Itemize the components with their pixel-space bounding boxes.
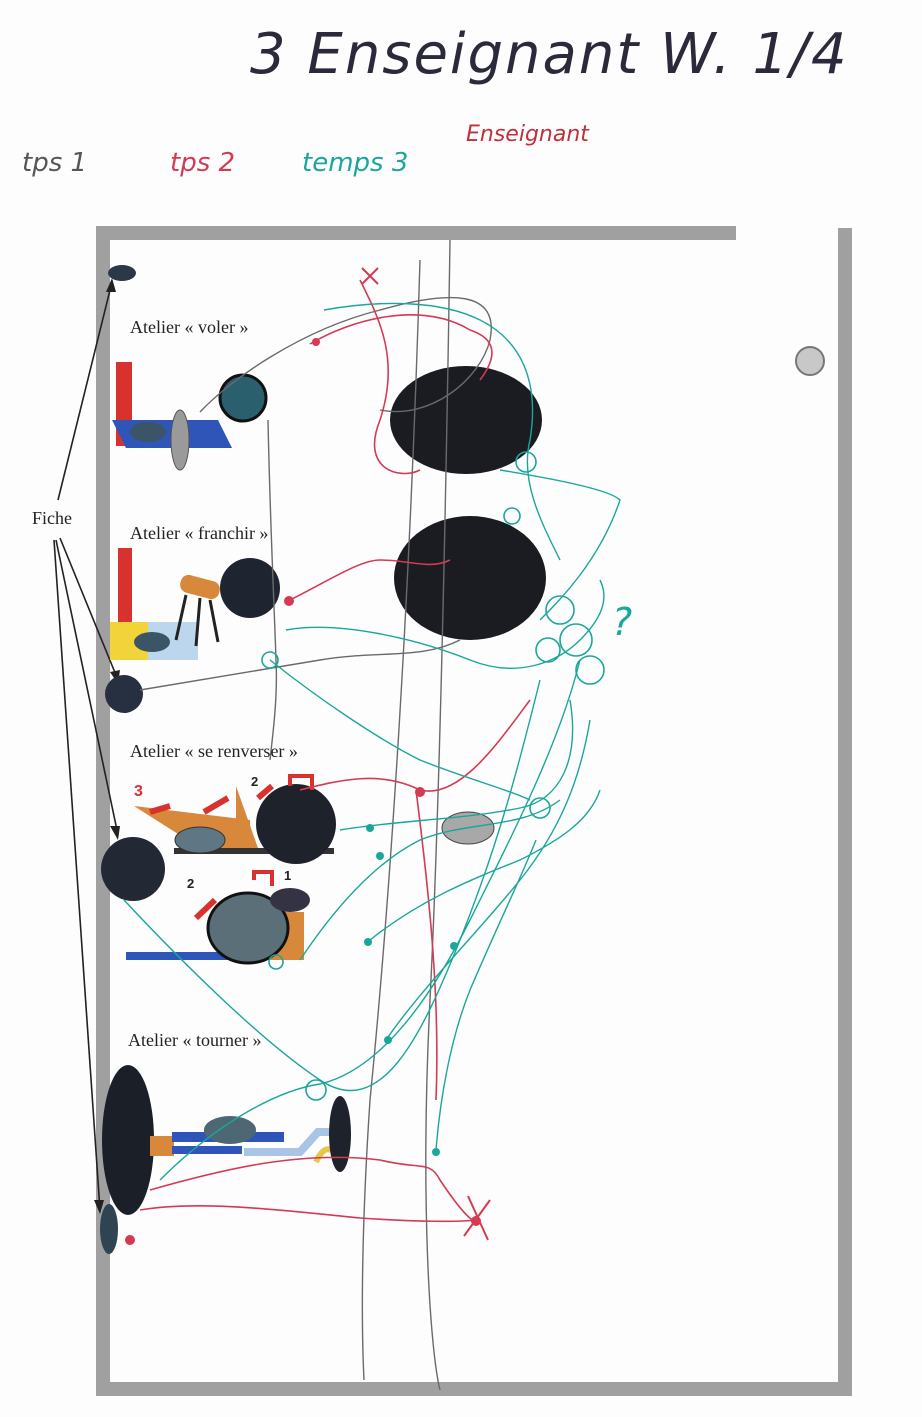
t2-stop — [415, 787, 425, 797]
path-t2-g — [416, 790, 437, 1100]
loop — [504, 508, 520, 524]
red-turn-arrow — [254, 872, 272, 886]
path-t2-d — [300, 700, 530, 791]
path-t3-g — [370, 790, 600, 940]
t2-stop — [312, 338, 320, 346]
t3-stop — [376, 852, 384, 860]
temps-3-stops — [364, 824, 458, 1156]
t3-stop — [384, 1036, 392, 1044]
trampoline — [130, 422, 166, 442]
wall-top — [96, 226, 736, 240]
atelier-tourner-label: Atelier « tourner » — [128, 1030, 261, 1051]
atelier-voler-label: Atelier « voler » — [130, 317, 248, 338]
wall-bottom — [96, 1382, 846, 1396]
path-t3-h — [300, 800, 560, 960]
large-mat — [102, 1065, 154, 1215]
fiche-marker-2 — [105, 675, 143, 713]
loop — [516, 452, 536, 472]
fiche-marker-1 — [108, 265, 136, 281]
teacher-spot-voler — [220, 375, 266, 421]
t2-stop — [125, 1235, 135, 1245]
t3-stop — [366, 824, 374, 832]
dark-mat — [270, 888, 310, 912]
step-1-label: 1 — [284, 868, 291, 883]
atelier-franchir-label: Atelier « franchir » — [130, 523, 268, 544]
fiche-marker-4 — [100, 1204, 118, 1254]
arrowhead-3 — [110, 826, 120, 840]
loop — [576, 656, 604, 684]
loop — [536, 638, 560, 662]
loop — [560, 624, 592, 656]
wedge — [236, 786, 258, 848]
path-t2-e — [150, 1157, 476, 1222]
red-block — [118, 548, 132, 628]
teacher-spot-franchir — [220, 558, 280, 618]
blue-beam — [172, 1146, 242, 1154]
step-3-label: 3 — [134, 783, 143, 800]
grey-support — [171, 410, 189, 470]
cross-bottom — [464, 1196, 490, 1240]
path-t3-j — [386, 720, 590, 1040]
upright-mat — [329, 1096, 351, 1172]
door-marker — [796, 347, 824, 375]
t3-stop — [432, 1148, 440, 1156]
atelier-voler-equipment — [112, 362, 266, 470]
grey-mat — [204, 1116, 256, 1144]
teacher-spot-renverser — [256, 784, 336, 864]
orange-block — [150, 1136, 174, 1156]
atelier-renverser-label: Atelier « se renverser » — [130, 741, 298, 762]
t3-stop — [364, 938, 372, 946]
fiche-label: Fiche — [32, 508, 72, 529]
fiche-marker-3 — [101, 837, 165, 901]
trampoline — [134, 632, 170, 652]
cross-top — [362, 268, 378, 284]
loop — [306, 1080, 326, 1100]
red-step-arrows — [150, 786, 272, 812]
question-mark: ? — [612, 600, 632, 644]
blob-middle — [394, 516, 546, 640]
t2-stop — [284, 596, 294, 606]
atelier-tourner-equipment — [102, 1065, 351, 1215]
step-2a-label: 2 — [251, 774, 258, 789]
t3-stop — [450, 942, 458, 950]
step-2b-label: 2 — [187, 876, 194, 891]
grey-mat — [175, 827, 225, 853]
wall-right — [838, 228, 852, 1396]
path-t3-c — [270, 660, 530, 800]
atelier-franchir-equipment — [110, 548, 280, 660]
path-t3-d — [340, 700, 573, 830]
